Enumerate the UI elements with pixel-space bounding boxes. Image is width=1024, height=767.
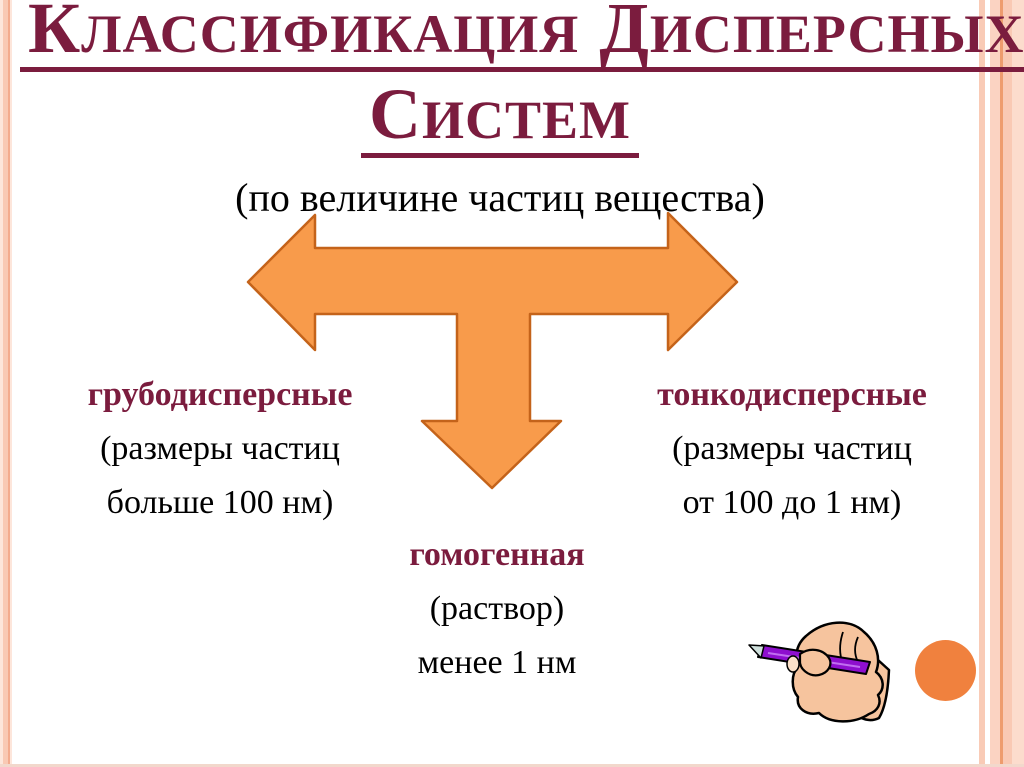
branch-homogeneous-detail-1: (раствор) (429, 590, 565, 627)
branch-fine-label: тонкодисперсные (657, 376, 927, 413)
hand-writing-with-pen-icon (748, 621, 891, 723)
title-word-rest: ИСТЕМ (421, 90, 631, 150)
branch-homogeneous-label: гомогенная (409, 536, 585, 573)
border-stripe (1003, 0, 1012, 767)
branch-fine-detail-1: (размеры частиц (672, 430, 912, 467)
border-stripe (0, 0, 3, 767)
branch-homogeneous-detail-2: менее 1 нм (417, 644, 577, 681)
branch-coarse-detail-2: больше 100 нм) (106, 484, 334, 521)
branch-coarse: грубодисперсные (размеры частиц больше 1… (40, 368, 400, 530)
title-block: КЛАССИФИКАЦИЯ ДИСПЕРСНЫХ СИСТЕМ (по велич… (20, 0, 1024, 221)
branch-coarse-label: грубодисперсные (87, 376, 353, 413)
title-line-2: СИСТЕМ (360, 78, 639, 158)
border-stripe (990, 0, 1000, 767)
three-way-arrow-shape (246, 211, 739, 490)
border-stripe (979, 0, 985, 767)
index-finger (798, 648, 832, 677)
branch-fine: тонкодисперсные (размеры частиц от 100 д… (620, 368, 964, 530)
border-stripe (1000, 0, 1003, 767)
border-stripe (10, 0, 12, 767)
border-stripe (8, 0, 10, 767)
branch-coarse-detail-1: (размеры частиц (100, 430, 340, 467)
title-word-rest: ЛАССИФИКАЦИЯ (81, 4, 580, 64)
page-title: КЛАССИФИКАЦИЯ ДИСПЕРСНЫХ (20, 0, 1024, 72)
branch-homogeneous: гомогенная (раствор) менее 1 нм (337, 528, 657, 690)
fist (791, 621, 884, 723)
title-line-1: КЛАССИФИКАЦИЯ ДИСПЕРСНЫХ (20, 0, 1024, 72)
title-line-2-row: СИСТЕМ (20, 78, 980, 158)
pen-nib (748, 644, 765, 659)
border-stripe (1012, 0, 1024, 767)
thumbnail (786, 655, 800, 673)
title-word-rest: ИСПЕРСНЫХ (649, 4, 1024, 64)
branch-fine-detail-2: от 100 до 1 нм) (682, 484, 902, 521)
bottom-border (0, 764, 1024, 767)
title-word-initial: С (368, 74, 422, 154)
title-word-initial: К (28, 0, 82, 68)
three-way-arrow-icon (246, 211, 739, 490)
orange-circle-ornament (915, 640, 976, 701)
subtitle: (по величине частиц вещества) (235, 175, 765, 220)
title-word-initial: Д (599, 0, 650, 68)
border-stripe (3, 0, 8, 767)
